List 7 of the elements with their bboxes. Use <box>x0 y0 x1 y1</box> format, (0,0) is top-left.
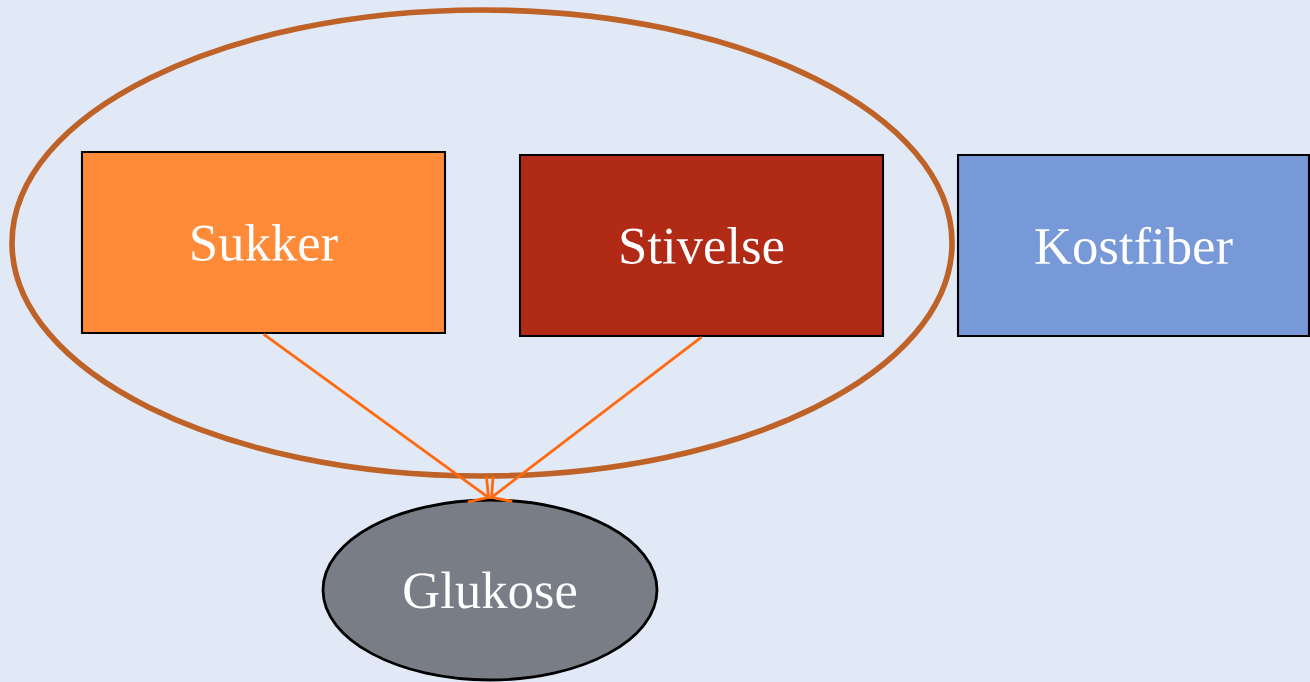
ellipse-outline <box>9 7 955 479</box>
arrow <box>490 335 703 503</box>
arrow <box>262 332 490 504</box>
category-box: Stivelse <box>518 153 885 338</box>
category-box: Sukker <box>80 150 447 335</box>
ellipse-node: Glukose <box>321 498 659 682</box>
category-box: Kostfiber <box>956 153 1310 338</box>
